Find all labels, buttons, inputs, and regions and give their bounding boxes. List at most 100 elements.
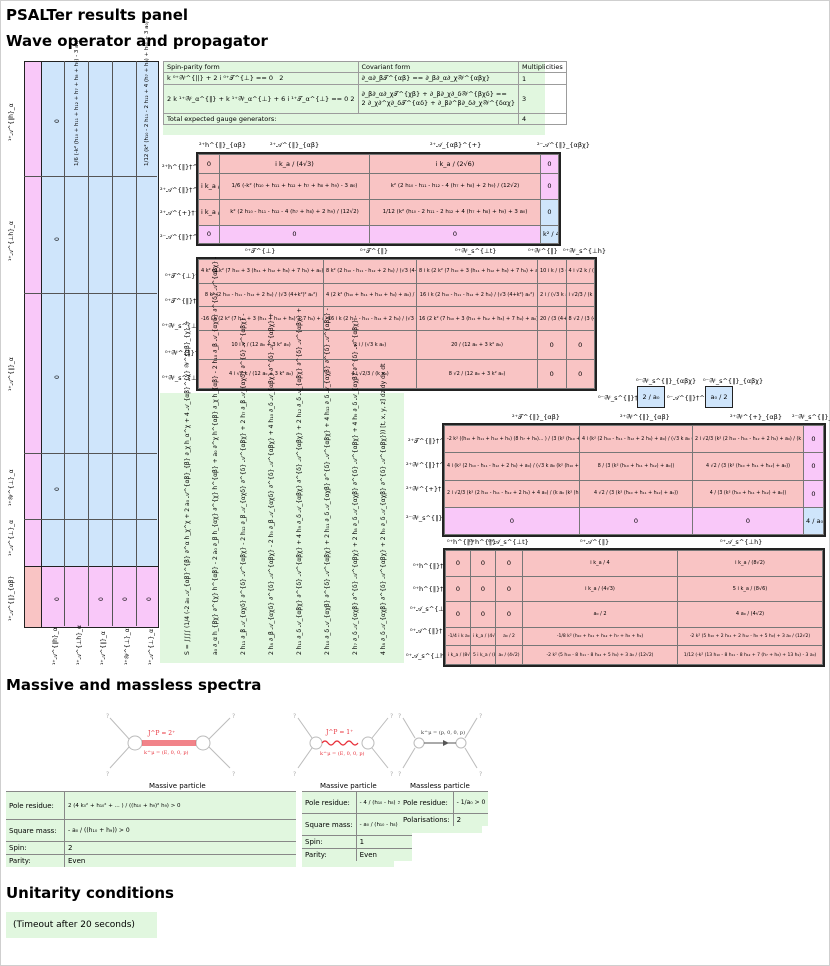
- m2pb-row-2: ²⁺𝒲^{∥}†^{αβ}: [406, 461, 462, 469]
- matrix-2plus-b: -2 k² ((h₁₀ + h₁₁ + h₁₂ + h₉) (8 h₇ + h₈…: [442, 423, 826, 537]
- section-unitarity-title: Unitarity conditions: [6, 884, 174, 902]
- m0p-row-5: ⁰⁺𝒲_s^{⊥h}†: [162, 374, 209, 382]
- covariant-form-2: ∂_β∂_α∂_χ𝒯^{χβ} + ∂_β∂_χ∂_δ𝒲^{βχδ} ==2 ∂…: [357, 84, 519, 114]
- svg-text:?: ?: [390, 771, 393, 778]
- action-line-6: 2 h₁₀ ∂_δ 𝒜_{αχβ} ∂^{δ} 𝒜^{αβχ} + 2 h₁₁ …: [324, 308, 331, 655]
- m0p-row-3: ⁰⁺𝒲_s^{⊥t}†: [162, 322, 207, 330]
- left-pink-cell: [24, 566, 42, 628]
- k-label-1: k^μ = (E, 0, 0, p): [144, 749, 189, 756]
- m2p-row-3: ²⁺𝒜^{+}†^{αβ}: [160, 209, 217, 217]
- m0pb-row-1: ⁰⁺h^{∥}†: [413, 562, 444, 570]
- svg-text:?: ?: [398, 713, 401, 720]
- spin-form-2: 2 k ¹⁺𝒲_α^{∥} + k ¹⁺𝒲_α^{⊥} + 6 i ¹⁺𝒯_α^…: [163, 84, 359, 114]
- covariant-form-1: ∂_α∂_β𝒯^{αβ} == ∂_β∂_α∂_χ𝒲^{αβχ}: [357, 72, 519, 85]
- particle-2-table: Pole residue:- 4 / (h₁₀ - h₈) > 0 Square…: [302, 791, 413, 867]
- k-label-3: k^μ = (p, 0, 0, p): [421, 729, 465, 736]
- m0pb-col-2: ⁰⁺h^{∥}: [469, 538, 497, 546]
- m2p-col-4: ²⁻𝒜^{∥}_{αβχ}: [537, 141, 590, 149]
- multiplicity-header: Multiplicities: [517, 61, 567, 73]
- left-row-label-3: ¹⁺𝒜^{∥}_α: [8, 357, 15, 391]
- section-wave-title: Wave operator and propagator: [6, 32, 268, 50]
- left-zero-2: 0: [54, 237, 61, 241]
- matrix-2plus: 0 i k_a / (4√3) i k_a / (2√6) 0 i k_a / …: [196, 152, 561, 246]
- left-bottom-label-4: ¹⁺𝒲^{⊥}_α: [124, 628, 131, 665]
- m0pb-row-5: ⁰⁺𝒜_s^{⊥h}†: [406, 652, 452, 660]
- action-line-3: 2 h₁₁ ∂_β 𝒜_{αχδ} ∂^{δ} 𝒜^{αβχ} - 2 h₁₂ …: [240, 313, 247, 655]
- spin-form-1: k ⁰⁺𝒲^{||} + 2 i ⁰⁺𝒯^{⊥} == 0 2: [163, 72, 359, 85]
- m2p-col-1: ²⁺h^{∥}_{αβ}: [199, 141, 247, 149]
- m2pb-row-3: ²⁺𝒲^{+}†^{αβ}: [406, 485, 464, 493]
- left-zero-6: 0: [98, 597, 105, 601]
- m0pb-col-5: ⁰⁺𝒜_s^{⊥h}: [720, 538, 763, 546]
- k-label-2: k^μ = (E, 0, 0, p): [320, 750, 365, 757]
- action-line-7: 2 h₇ ∂_δ 𝒜_{αχβ} ∂^{δ} 𝒜^{αβχ} + 2 h₈ ∂_…: [352, 315, 359, 655]
- m0p-col-5: ⁰⁺𝒲_s^{⊥h}: [563, 247, 606, 255]
- m0p-row-2: ⁰⁺𝒯^{∥}†: [165, 297, 197, 305]
- left-row-label-1: ¹⁺𝒜^{∥h}_α: [8, 103, 15, 141]
- m0p-row-1: ⁰⁺𝒯^{⊥}†: [165, 272, 199, 280]
- m2pb-col-3: ²⁺𝒲^{+}_{αβ}: [730, 413, 782, 421]
- spin-header: Spin-parity form: [163, 61, 359, 73]
- m2pb-row-1: ²⁺𝒯^{∥}†^{αβ}: [408, 437, 462, 445]
- m0pb-row-2: ⁰⁺h^{∥}†: [413, 585, 444, 593]
- left-zero-1: 0: [54, 119, 61, 123]
- m0p-col-4: ⁰⁺𝒲^{∥}: [528, 247, 558, 255]
- svg-text:?: ?: [390, 713, 393, 720]
- massive-particle-diagram-1: J^P = 2⁺ k^μ = (E, 0, 0, p) ? ? ? ?: [106, 713, 235, 778]
- particle-3-caption: Massless particle: [410, 782, 470, 790]
- multiplicity-1: 1: [517, 72, 567, 85]
- left-row-label-5: ¹⁺𝒜^{⊥}_α: [8, 519, 15, 556]
- massless-particle-diagram: k^μ = (p, 0, 0, p) ? ? ? ?: [398, 713, 482, 778]
- small-box-a-label: ⁰⁻𝒲_s^{∥}_{αβχ}: [636, 377, 697, 385]
- action-panel: S = ∫∫∫∫ (1/4 (-2 a₀ 𝒜_{αβ}^{β} ∂^α h_χ^…: [160, 257, 404, 663]
- small-box-b-row: ⁰⁻𝒜^{∥}†^{αβχ}: [667, 394, 726, 402]
- left-zero-4: 0: [54, 487, 61, 491]
- m0p-col-1: ⁰⁺𝒯^{⊥}: [245, 247, 276, 255]
- particle-2-caption: Massive particle: [320, 782, 377, 790]
- m2p-row-2: ²⁺𝒜^{∥}†^{αβ}: [160, 186, 215, 194]
- timeout-message: (Timeout after 20 seconds): [6, 912, 157, 938]
- left-mag-strip: [24, 61, 42, 568]
- svg-text:?: ?: [293, 771, 296, 778]
- matrix-0plus: 4 k² (2 k² (7 h₁₀ + 3 (h₁₁ + h₁₂ + h₈) +…: [196, 257, 597, 391]
- m2pb-row-4: ²⁻𝒲_s^{∥}†^{αβχ}: [406, 514, 472, 522]
- m0pb-row-3: ⁰⁺𝒜_s^{⊥t}†: [410, 605, 455, 613]
- left-zero-3: 0: [54, 375, 61, 379]
- left-rotated-matrix: 0 0 0 0 0 0 0 0 ¹⁺𝒜^{∥h}_α ¹⁺𝒜^{⊥h}_α ¹⁺…: [8, 21, 159, 666]
- particle-1-caption: Massive particle: [149, 782, 206, 790]
- left-zero-7: 0: [122, 597, 129, 601]
- m2pb-col-4: ²⁻𝒲_s^{∥}_{αβχ}: [792, 413, 830, 421]
- svg-text:?: ?: [106, 771, 109, 778]
- m0pb-row-4: ⁰⁺𝒜^{∥}†: [410, 627, 443, 635]
- particle-1-table: Pole residue:2 (4 k₀² + h₁₀² + ... ) / (…: [6, 791, 296, 867]
- svg-text:?: ?: [398, 771, 401, 778]
- left-blue-block: [40, 61, 159, 568]
- action-line-1: S = ∫∫∫∫ (1/4 (-2 a₀ 𝒜_{αβ}^{β} ∂^α h_χ^…: [184, 320, 191, 655]
- action-line-5: 2 h₁₁ ∂_δ 𝒜_{αβχ} ∂^{δ} 𝒜^{αβχ} + 4 h₉ ∂…: [296, 307, 303, 655]
- svg-text:?: ?: [479, 713, 482, 720]
- total-generators-label: Total expected gauge generators:: [163, 113, 519, 125]
- m2p-col-3: ²⁺𝒜_{αβ}^{+}: [430, 141, 482, 149]
- section-spectra-title: Massive and massless spectra: [6, 676, 262, 694]
- jp-label-2: J^P = 1⁺: [325, 729, 353, 736]
- m2pb-col-1: ²⁺𝒯^{∥}_{αβ}: [512, 413, 560, 421]
- left-zero-8: 0: [146, 597, 153, 601]
- left-bottom-label-1: ¹⁺𝒜^{∥h}_α: [52, 627, 59, 665]
- action-line-4: 2 h₈ ∂_β 𝒜_{αχδ} ∂^{δ} 𝒜^{αβχ} - 2 h₉ ∂_…: [268, 313, 275, 655]
- particle-3-table: Pole residue:- 1/a₀ > 0 Polarisations:2: [400, 791, 489, 833]
- m2p-col-2: ²⁺𝒜^{∥}_{αβ}: [270, 141, 320, 149]
- svg-text:?: ?: [479, 771, 482, 778]
- left-bottom-label-5: ¹⁺𝒜^{⊥}_α: [148, 628, 155, 665]
- svg-text:?: ?: [232, 713, 235, 720]
- m2p-row-1: ²⁺h^{∥}†^{αβ}: [162, 163, 215, 171]
- small-box-b: a₀ / 2: [705, 386, 733, 408]
- jp-label-1: J^P = 2⁺: [147, 730, 175, 737]
- m2p-row-4: ²⁻𝒜^{∥}†^{αβχ}: [160, 233, 219, 241]
- m0p-row-4: ⁰⁺𝒲^{∥}†: [165, 349, 199, 357]
- svg-text:?: ?: [106, 713, 109, 720]
- massive-particle-diagram-2: J^P = 1⁺ k^μ = (E, 0, 0, p) ? ? ? ?: [293, 713, 393, 778]
- left-bottom-label-2: ¹⁺𝒜^{⊥h}_α: [76, 625, 83, 665]
- small-box-a: 2 / a₀: [637, 386, 665, 408]
- small-box-a-row: ⁰⁻𝒲_s^{∥}†^{αβχ}: [598, 394, 664, 402]
